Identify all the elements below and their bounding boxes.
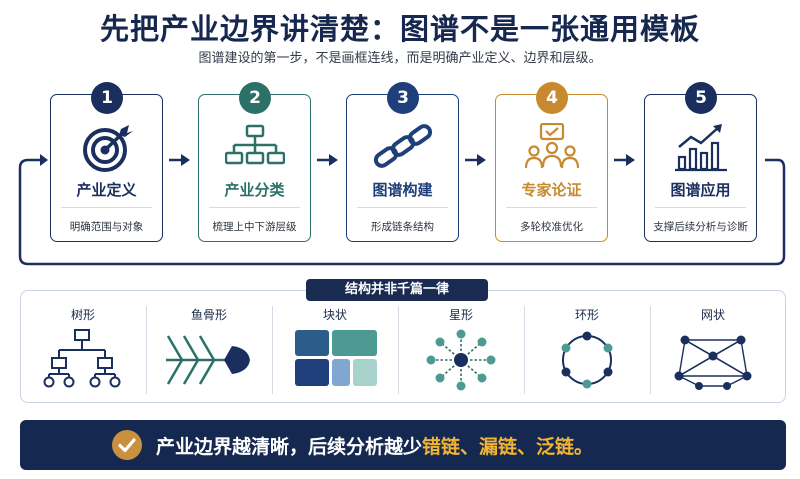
page-title: 先把产业边界讲清楚：图谱不是一张通用模板: [99, 12, 700, 46]
arrow-icon: [614, 154, 635, 166]
structure-block-label: 块状: [322, 308, 347, 322]
step-4-label: 专家论证: [521, 181, 582, 199]
step-3-divider: [357, 207, 448, 208]
divider: [146, 306, 147, 394]
step-3-number: 3: [387, 82, 419, 114]
divider: [272, 306, 273, 394]
step-3-description: 形成链条结构: [371, 221, 434, 233]
structure-network-label: 网状: [700, 308, 725, 322]
arrow-icon: [317, 154, 338, 166]
structure-fishbone: 鱼骨形: [146, 300, 272, 400]
network-structure-icon: [674, 335, 752, 390]
star-structure-icon: [426, 329, 496, 391]
ring-structure-icon: [561, 331, 613, 389]
bar-chart-icon: [675, 124, 727, 172]
divider: [398, 306, 399, 394]
structure-block: 块状: [272, 300, 398, 400]
conclusion-text-main: 产业边界越清晰，后续分析越少: [156, 436, 423, 458]
divider: [524, 306, 525, 394]
step-4-divider: [506, 207, 597, 208]
arrow-icon: [169, 154, 190, 166]
structure-tree: 树形: [20, 300, 146, 400]
structure-types-title: 结构并非千篇一律: [306, 279, 488, 301]
conclusion-text-highlight: 错链、漏链、泛链。: [422, 436, 594, 458]
structure-fishbone-label: 鱼骨形: [190, 308, 227, 322]
conclusion-banner: 产业边界越清晰，后续分析越少错链、漏链、泛链。: [20, 420, 786, 470]
step-4-card: 4 专家论证 多轮校准优化: [495, 82, 608, 242]
page-subtitle: 图谱建设的第一步，不是画框连线，而是明确产业定义、边界和层级。: [198, 51, 602, 66]
chain-link-icon: [373, 124, 433, 168]
arrow-icon: [465, 154, 486, 166]
divider: [650, 306, 651, 394]
conclusion-text: 产业边界越清晰，后续分析越少错链、漏链、泛链。: [156, 432, 593, 459]
step-1-description: 明确范围与对象: [69, 221, 144, 233]
structure-types-panel: [20, 290, 786, 403]
step-5-number: 5: [685, 82, 717, 114]
step-5-card: 5 图谱应用 支撑后续分析与诊断: [644, 82, 757, 242]
step-2-number: 2: [239, 82, 271, 114]
structure-star: 星形: [398, 300, 524, 400]
block-structure-icon: [295, 330, 377, 386]
step-2-divider: [209, 207, 300, 208]
step-2-description: 梳理上中下游层级: [212, 221, 297, 233]
step-4-description: 多轮校准优化: [520, 221, 583, 233]
tree-structure-icon: [43, 329, 121, 388]
step-5-label: 图谱应用: [670, 181, 731, 199]
step-5-description: 支撑后续分析与诊断: [653, 221, 748, 233]
target-icon: [83, 125, 133, 172]
structure-network: 网状: [650, 300, 776, 400]
step-1-number: 1: [91, 82, 123, 114]
check-icon: [112, 430, 142, 460]
step-3-label: 图谱构建: [372, 181, 433, 199]
structure-tree-label: 树形: [70, 308, 95, 322]
step-2-label: 产业分类: [224, 181, 285, 199]
step-1-divider: [61, 207, 152, 208]
experts-icon: [524, 123, 580, 169]
step-2-card: 2 产业分类 梳理上中下游层级: [198, 82, 311, 242]
structure-ring: 环形: [524, 300, 650, 400]
step-5-divider: [655, 207, 746, 208]
hierarchy-icon: [225, 124, 285, 165]
fishbone-structure-icon: [166, 335, 250, 385]
structure-ring-label: 环形: [574, 308, 599, 322]
step-3-card: 3 图谱构建 形成链条结构: [346, 82, 459, 242]
step-1-card: 1 产业定义 明确范围与对象: [50, 82, 163, 242]
step-4-number: 4: [536, 82, 568, 114]
structure-star-label: 星形: [448, 308, 473, 322]
step-1-label: 产业定义: [76, 181, 137, 199]
